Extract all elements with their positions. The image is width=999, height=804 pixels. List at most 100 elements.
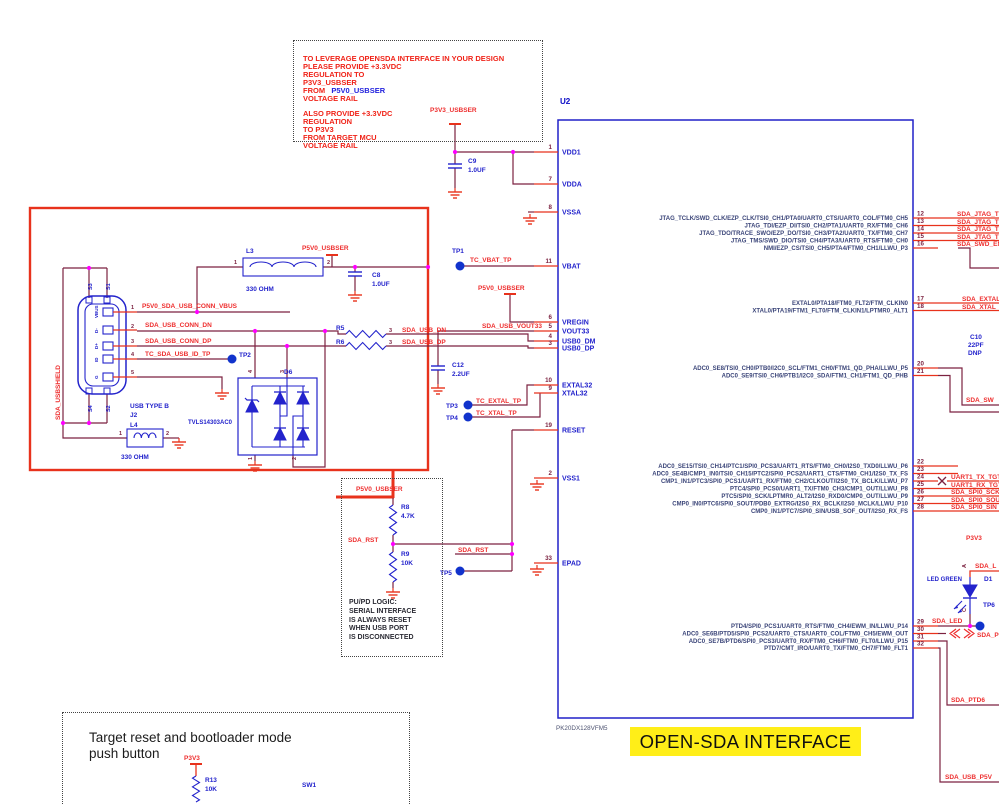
- pin-number: 1: [234, 260, 237, 266]
- pin-number: 26: [917, 489, 924, 496]
- testpoint-dot: [227, 354, 237, 364]
- component-label: C10: [970, 334, 982, 341]
- note-line: P3V3_USBSER: [303, 77, 357, 87]
- component-label: SW1: [302, 782, 316, 789]
- junction-dot: [252, 328, 258, 334]
- component-label: R9: [401, 551, 410, 558]
- chip-ref: U2: [560, 97, 571, 106]
- led-icon: [962, 584, 978, 598]
- testpoint-dot: [463, 412, 473, 422]
- note-line: VOLTAGE RAIL: [303, 140, 358, 150]
- pin-function: PTD4/SPI0_PCS1/UART0_RTS/FTM0_CH4/EWM_IN…: [731, 624, 909, 630]
- component-label: U2: [560, 97, 571, 106]
- junction-dot: [425, 264, 431, 270]
- usb-shield-pad: [103, 296, 111, 304]
- inductor-icon: [242, 257, 324, 277]
- pin-number: 22: [917, 459, 924, 466]
- pin-name: XTAL32: [562, 391, 588, 398]
- note-line: FROM P5V0_USBSER: [303, 85, 386, 95]
- wire: [468, 384, 534, 406]
- net-label: SDA_JTAG_TMS: [957, 234, 999, 241]
- wire: [468, 393, 541, 418]
- component-label: 1.0UF: [372, 281, 390, 288]
- pin-number: 1: [549, 144, 553, 151]
- note-line: VOLTAGE RAIL: [303, 93, 358, 103]
- component-label: TVLS14303AC0: [188, 420, 233, 426]
- pin-name: VSSA: [562, 210, 581, 217]
- junction-dot: [509, 541, 515, 547]
- usb-pin-pad: [102, 354, 114, 364]
- component-label: 2.2UF: [452, 371, 470, 378]
- junction-dot: [194, 309, 200, 315]
- pin-number: 3: [131, 339, 134, 345]
- pin-name: VDD1: [562, 150, 581, 157]
- pin-number: 2: [292, 457, 298, 460]
- net-label: SDA_LED: [932, 618, 963, 625]
- pin-number: 17: [917, 296, 924, 303]
- testpoint-dot: [455, 566, 465, 576]
- component-label: G: [94, 375, 99, 379]
- pin-number: 3: [389, 328, 392, 334]
- pin-number: 12: [917, 211, 924, 218]
- pushbutton-note-line1: Target reset and bootloader mode: [89, 730, 292, 745]
- junction-dot: [60, 420, 66, 426]
- net-label: SDA_USB_VOUT33: [482, 323, 542, 330]
- component-label: 10K: [205, 786, 217, 793]
- tvs-wire: [292, 415, 303, 455]
- tvs-box: [237, 377, 318, 456]
- pin-number: 31: [917, 634, 924, 641]
- component-label: TP2: [239, 352, 251, 359]
- component-label: D+: [94, 343, 99, 349]
- pin-number: 11: [545, 258, 552, 265]
- component-label: D6: [284, 369, 293, 376]
- wire: [512, 152, 534, 185]
- pin-number: 30: [917, 626, 924, 633]
- note-line: REGULATION: [303, 117, 353, 127]
- led-arrow-icon: [958, 609, 962, 613]
- note-line: SERIAL INTERFACE: [349, 607, 417, 615]
- pin-number: 1: [119, 431, 122, 437]
- note-line: WHEN USB PORT: [349, 625, 409, 633]
- net-label: TC_XTAL_TP: [476, 410, 517, 417]
- testpoint-dot: [463, 400, 473, 410]
- pin-function: JTAG_TDI/EZP_DI/TSI0_CH2/PTA1/UART0_RX/F…: [745, 224, 909, 230]
- net-label: SDA_XTAL: [962, 304, 996, 311]
- net-label: P3V3: [184, 755, 200, 762]
- pin-number: C: [962, 608, 968, 612]
- pin-function: PTD7/CMT_IRO/UART0_TX/FTM0_CH7/FTM0_FLT1: [764, 646, 909, 652]
- pin-function: NMI/EZP_CS/TSI0_CH5/PTA4/FTM0_CH1/LLWU_P…: [764, 246, 909, 252]
- junction-dot: [284, 343, 290, 349]
- wire: [386, 345, 534, 349]
- pin-number: 5: [549, 323, 553, 330]
- usb-pin-pad: [102, 325, 114, 335]
- net-label: SDA_SPI0_SIN: [951, 504, 997, 511]
- net-label: SDA_USB_P5V: [945, 774, 993, 781]
- component-label: 330 OHM: [246, 286, 274, 293]
- pin-number: 32: [917, 641, 924, 648]
- pin-function: ADC0_SE8/TSI0_CH0/PTB0/I2C0_SCL/FTM1_CH0…: [693, 366, 909, 372]
- net-label: SDA_JTAG_TCLK: [957, 211, 999, 218]
- net-label: SDA_USB_CONN_DN: [145, 322, 212, 329]
- component-label: R8: [401, 504, 410, 511]
- note-line: TO P3V3: [303, 125, 334, 135]
- junction-dot: [510, 149, 516, 155]
- component-label: VBUS: [94, 305, 99, 318]
- component-label: DNP: [968, 350, 982, 357]
- note-highlight-net: P5V0_USBSER: [331, 85, 386, 95]
- no-connect-icon: [937, 476, 947, 486]
- pushbutton-note-line2: push button: [89, 746, 160, 761]
- junction-dot: [967, 623, 973, 629]
- pin-number: 25: [917, 481, 924, 488]
- note-line: REGULATION TO: [303, 69, 365, 79]
- component-label: R5: [336, 325, 345, 332]
- pin-function: XTAL0/PTA19/FTM1_FLT0/FTM_CLKIN1/LPTMR0_…: [752, 309, 908, 315]
- pin-number: 4: [248, 369, 254, 373]
- net-label: UART1_RX_TGT: [951, 482, 999, 489]
- usb-region-box: [28, 206, 430, 472]
- note-line: PLEASE PROVIDE +3.3VDC: [303, 61, 402, 71]
- component-label: TP1: [452, 248, 464, 255]
- component-label: TP6: [983, 602, 995, 609]
- pin-name: VSS1: [562, 476, 580, 483]
